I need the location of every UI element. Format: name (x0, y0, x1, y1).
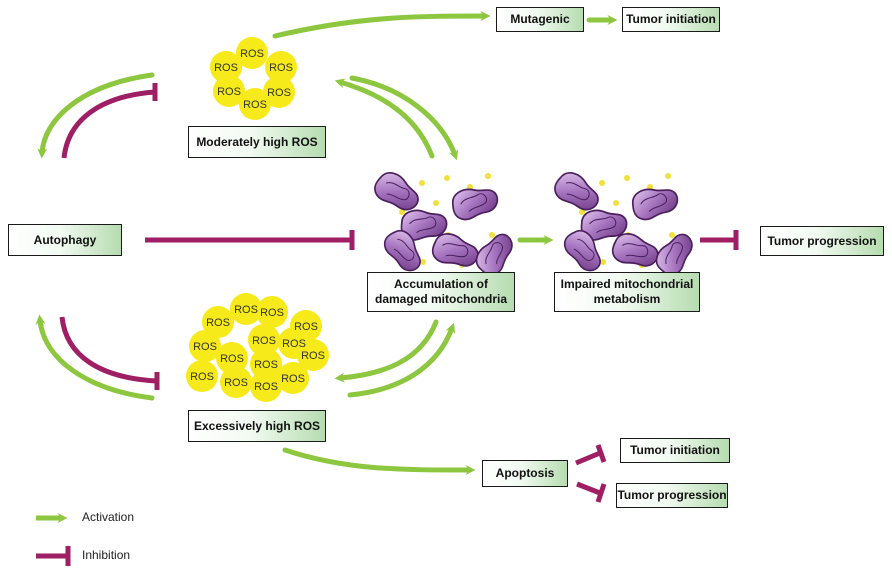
ros-bubble (189, 330, 221, 362)
ros-label: ROS (234, 304, 258, 316)
excessively-high-ros-box: Excessively high ROS (188, 410, 326, 442)
ros-bubble (277, 362, 309, 394)
inhibit-apoptosis-to-initiation (575, 450, 601, 466)
ros-bubble (213, 75, 245, 107)
activation-arrows (35, 11, 618, 475)
ros-label: ROS (190, 371, 214, 383)
ros-label: ROS (217, 86, 241, 98)
mitochondrion (627, 180, 682, 224)
inhibit-autophagy-to-ros-top (61, 89, 156, 159)
mutagenic-box: Mutagenic (496, 7, 584, 32)
ros-label: ROS (281, 373, 305, 385)
ros-bubble (239, 88, 271, 120)
tumor-initiation-top-box: Tumor initiation (622, 7, 720, 32)
ros-bubble (297, 339, 329, 371)
ros-bubble (186, 360, 218, 392)
ros-label: ROS (252, 335, 276, 347)
ros-label: ROS (254, 381, 278, 393)
legend-inhibition-label: Inhibition (82, 548, 131, 562)
ros-label: ROS (240, 48, 264, 60)
tumor-progression-right-box: Tumor progression (760, 226, 884, 256)
inhibit-apoptosis-to-progression (576, 481, 601, 496)
mitochondria-cluster-impaired (549, 167, 698, 280)
arrow-accumulation-to-excessive-ros (334, 319, 439, 383)
mitochondrion (609, 230, 662, 271)
ros-label: ROS (206, 317, 230, 329)
ros-label: ROS (193, 341, 217, 353)
arrow-ros-to-apoptosis (282, 447, 476, 475)
ros-bubble (250, 370, 282, 402)
mitochondria-cluster-damaged (369, 167, 518, 280)
ros-label: ROS (214, 62, 238, 74)
mitochondrion (429, 230, 482, 271)
accumulation-box: Accumulation of damaged mitochondria (367, 272, 515, 312)
inhibition-lines (59, 83, 739, 503)
ros-bubble (256, 296, 288, 328)
ros-label: ROS (220, 353, 244, 365)
arrow-ros-to-mitochondria (349, 75, 459, 161)
ros-label: ROS (224, 377, 248, 389)
ros-label: ROS (267, 87, 291, 99)
arrow-ros-to-autophagy (37, 72, 155, 159)
ros-bubble (210, 51, 242, 83)
ros-bubble (216, 342, 248, 374)
ros-label: ROS (260, 307, 284, 319)
ros-bubble (236, 37, 268, 69)
arrow-mitochondria-to-ros (334, 78, 435, 159)
ros-bubble (202, 306, 234, 338)
legend-activation-label: Activation (82, 510, 135, 524)
ros-bubble (265, 51, 297, 83)
ros-label: ROS (282, 338, 306, 350)
inhibit-autophagy-to-ros-bottom (59, 316, 158, 384)
legend-inhibition-icon (36, 546, 71, 566)
ros-label: ROS (254, 359, 278, 371)
apoptosis-box: Apoptosis (482, 460, 568, 487)
arrow-excessive-ros-to-accumulation (347, 322, 456, 398)
arrow-ros-to-mutagenic (272, 11, 491, 39)
tumor-progression-bottom-box: Tumor progression (616, 483, 728, 508)
ros-bubble (220, 366, 252, 398)
ros-bubble (263, 76, 295, 108)
ros-label: ROS (301, 350, 325, 362)
tumor-initiation-bottom-box: Tumor initiation (620, 438, 730, 463)
mitochondrion (549, 167, 606, 216)
moderately-high-ros-box: Moderately high ROS (188, 126, 326, 158)
impaired-metabolism-box: Impaired mitochondrial metabolism (554, 272, 700, 312)
mitochondrion (447, 180, 502, 224)
ros-bubble (248, 324, 280, 356)
ros-label: ROS (269, 62, 293, 74)
mitochondrion (369, 167, 426, 216)
ros-label: ROS (243, 99, 267, 111)
arrow-ros-to-autophagy-lower (35, 314, 155, 401)
ros-bubble (230, 293, 262, 325)
autophagy-box: Autophagy (8, 224, 122, 256)
ros-bubble (250, 348, 282, 380)
ros-label: ROS (294, 321, 318, 333)
